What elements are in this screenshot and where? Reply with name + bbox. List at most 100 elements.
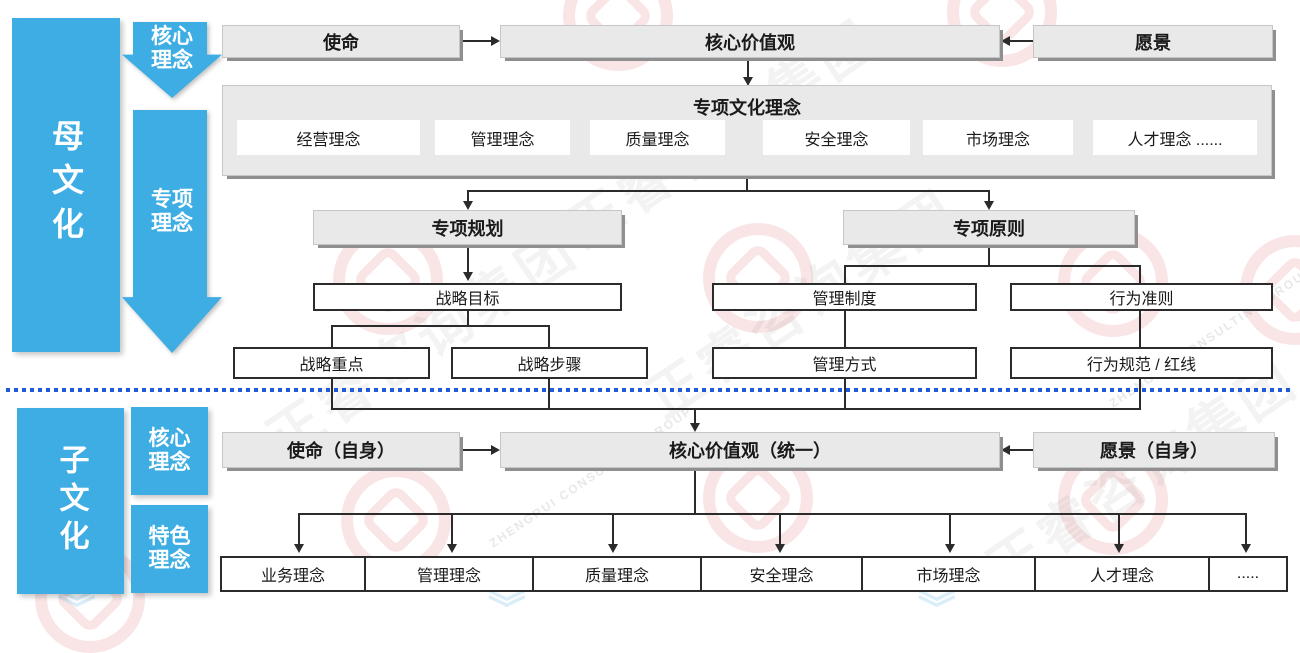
mission-label: 使命 (323, 32, 359, 53)
special-principles-box: 专项原则 (843, 210, 1135, 245)
child-idea-box: 业务理念 (220, 556, 366, 592)
arrowhead (983, 201, 994, 210)
connector-to-planning (467, 190, 469, 202)
child-core-values-box: 核心价值观（统一） (500, 432, 1000, 468)
connector-to-conduct (1139, 265, 1141, 283)
special-planning-box: 专项规划 (313, 210, 622, 245)
arrowhead (446, 544, 457, 553)
arrowhead (1113, 544, 1124, 553)
special-idea-label: 安全理念 (804, 131, 869, 149)
core-values-box: 核心价值观 (500, 25, 1000, 58)
special-idea-label: 人才理念 ...... (1127, 131, 1223, 149)
connector-fan-3 (612, 513, 614, 544)
code-of-conduct-label: 行为准则 (1109, 291, 1174, 308)
connector-childmission-to-core (463, 449, 492, 451)
connector-fan-1 (298, 513, 300, 544)
special-idea-box: 市场理念 (923, 120, 1073, 155)
child-feature-idea-label: 特色理念 (148, 524, 191, 572)
child-idea-label: 管理理念 (416, 568, 481, 585)
special-idea-box: 安全理念 (763, 120, 910, 155)
connector-split-top (467, 190, 989, 192)
connector-to-focus (331, 325, 333, 347)
child-core-values-label: 核心价值观（统一） (669, 441, 831, 461)
strategic-goal-label: 战略目标 (435, 291, 500, 308)
arrowhead (1240, 544, 1251, 553)
child-idea-label: 安全理念 (749, 568, 814, 585)
connector-fan-7 (1245, 513, 1247, 544)
strategic-steps-label: 战略步骤 (517, 357, 582, 374)
connector-focus-down (331, 379, 333, 408)
connector-container-down (746, 176, 748, 190)
connector-conduct-to-norms (1139, 311, 1141, 347)
strategic-steps-box: 战略步骤 (451, 347, 648, 379)
special-principles-label: 专项原则 (953, 218, 1025, 239)
arrowhead (462, 201, 473, 210)
vision-label: 愿景 (1135, 32, 1171, 53)
connector-unified-down (694, 468, 696, 513)
child-idea-box: ..... (1208, 556, 1288, 592)
connector-fan-6 (1118, 513, 1120, 544)
child-idea-box: 人才理念 (1034, 556, 1210, 592)
connector-principles-split (844, 265, 1141, 267)
arrowhead (1001, 35, 1010, 46)
arrowhead (293, 544, 304, 553)
special-idea-box: 人才理念 ...... (1093, 120, 1257, 155)
connector-principles-down (988, 245, 990, 265)
connector-fan-4 (779, 513, 781, 544)
connector-goal-split (331, 325, 550, 327)
code-of-conduct-box: 行为准则 (1010, 283, 1273, 311)
core-idea-label: 核心理念 (150, 25, 193, 73)
strategic-focus-label: 战略重点 (299, 357, 364, 374)
mission-box: 使命 (222, 25, 460, 58)
strategic-goal-box: 战略目标 (313, 283, 622, 311)
special-idea-label: 市场理念 (965, 131, 1030, 149)
connector-mission-to-corevalues (463, 40, 492, 42)
connector-vision-to-corevalues (1009, 40, 1033, 42)
child-idea-label: 人才理念 (1089, 568, 1154, 585)
management-method-label: 管理方式 (812, 357, 877, 374)
chevron-watermark: 》 (483, 588, 526, 627)
child-idea-label: 质量理念 (584, 568, 649, 585)
connector-norms-down (1139, 379, 1141, 408)
special-culture-title: 专项文化理念 (693, 98, 801, 118)
child-feature-idea-box: 特色理念 (131, 505, 208, 593)
parent-culture-bar: 母文化 (12, 18, 120, 352)
connector-goal-down (467, 311, 469, 325)
child-idea-box: 市场理念 (861, 556, 1036, 592)
arrowhead (607, 544, 618, 553)
special-idea-arrow: 专项理念 (122, 110, 222, 353)
management-system-label: 管理制度 (812, 291, 877, 308)
child-idea-box: 安全理念 (700, 556, 863, 592)
child-culture-label: 子文化 (54, 444, 88, 558)
child-mission-box: 使命（自身） (222, 432, 460, 468)
chevron-watermark: 》 (53, 588, 96, 627)
arrowhead (1001, 444, 1010, 455)
strategic-focus-box: 战略重点 (233, 347, 430, 379)
child-core-idea-box: 核心理念 (131, 407, 208, 495)
culture-divider-dotted-line (6, 388, 1294, 392)
child-vision-box: 愿景（自身） (1033, 432, 1275, 468)
child-idea-label: ..... (1236, 565, 1260, 582)
connector-planning-to-goal (467, 245, 469, 273)
special-planning-label: 专项规划 (431, 218, 504, 239)
special-idea-arrow-shape (122, 110, 222, 353)
vision-box: 愿景 (1033, 25, 1273, 58)
behavior-norms-box: 行为规范 / 红线 (1010, 347, 1273, 379)
child-idea-label: 市场理念 (916, 568, 981, 585)
connector-fan-2 (451, 513, 453, 544)
connector-fan-5 (949, 513, 951, 544)
management-system-box: 管理制度 (712, 283, 977, 311)
child-culture-bar: 子文化 (17, 408, 124, 594)
connector-to-system (844, 265, 846, 283)
arrowhead (742, 77, 753, 86)
connector-to-steps (548, 325, 550, 347)
connector-bus-upper (331, 408, 1141, 410)
arrowhead (689, 423, 700, 432)
special-idea-box: 管理理念 (435, 120, 570, 155)
special-idea-label: 管理理念 (470, 131, 535, 149)
connector-corevalues-down (747, 58, 749, 77)
arrowhead (491, 444, 500, 455)
child-idea-box: 管理理念 (364, 556, 534, 592)
arrowhead (462, 272, 473, 281)
arrowhead (491, 35, 500, 46)
